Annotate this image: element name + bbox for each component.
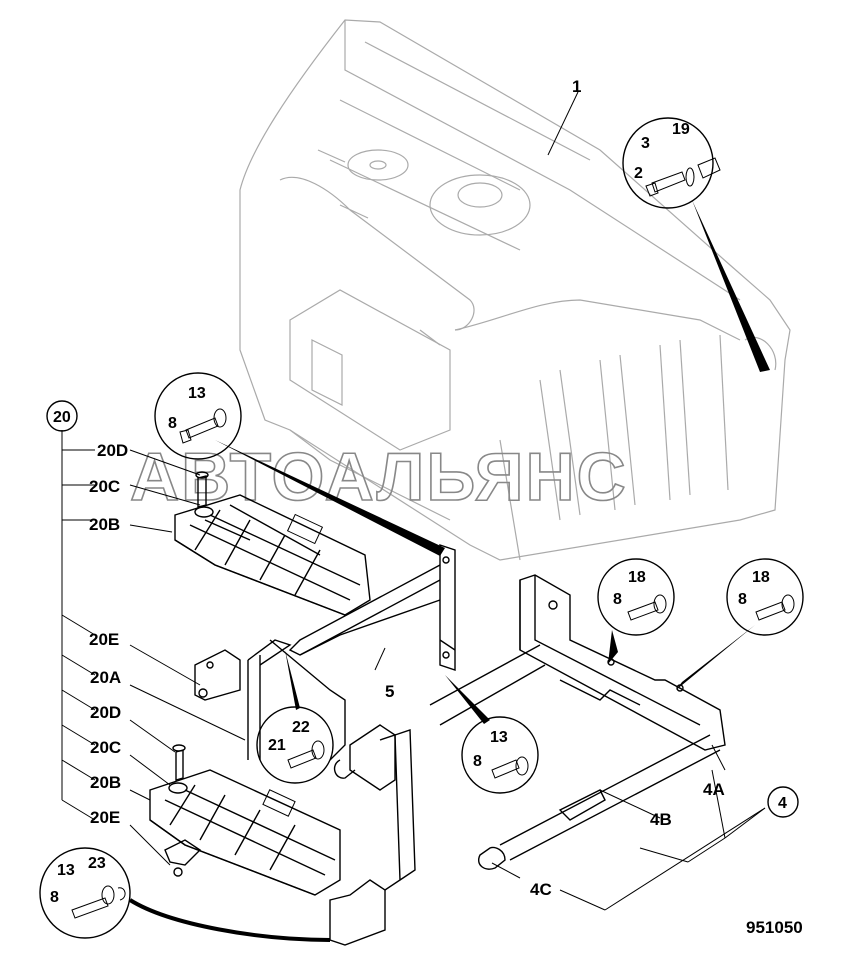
label-13-c: 13 bbox=[57, 862, 75, 879]
label-5: 5 bbox=[385, 682, 394, 701]
label-4-circle: 4 bbox=[778, 795, 787, 812]
detail-circle-8-13-23 bbox=[39, 847, 131, 939]
callout-circle-20 bbox=[46, 400, 78, 432]
label-4B: 4B bbox=[650, 810, 672, 829]
label-21: 21 bbox=[268, 737, 286, 754]
label-3: 3 bbox=[641, 135, 650, 152]
label-8-c: 8 bbox=[738, 591, 747, 608]
bracket-4A bbox=[519, 574, 726, 751]
detail-circle-8-18-a bbox=[597, 558, 675, 636]
step-tread-upper-20B bbox=[174, 494, 371, 616]
label-22: 22 bbox=[292, 719, 310, 736]
label-20D-b: 20D bbox=[90, 703, 121, 722]
step-bracket-5 bbox=[288, 544, 456, 671]
drawing-number: 951050 bbox=[746, 918, 803, 937]
callout-circle-4 bbox=[767, 786, 799, 818]
bolt-20D-lower bbox=[168, 744, 188, 794]
label-18-b: 18 bbox=[752, 569, 770, 586]
label-8-d: 8 bbox=[473, 753, 482, 770]
label-8-b: 8 bbox=[613, 591, 622, 608]
label-20B-a: 20B bbox=[89, 515, 120, 534]
detail-circle-8-18-b bbox=[726, 558, 804, 636]
detail-circle-21-22 bbox=[256, 706, 334, 784]
label-20E-b: 20E bbox=[90, 808, 120, 827]
label-13-a: 13 bbox=[188, 385, 206, 402]
label-13-b: 13 bbox=[490, 729, 508, 746]
label-20-circle: 20 bbox=[53, 409, 71, 426]
label-8-e: 8 bbox=[50, 889, 59, 906]
leader-lines bbox=[61, 91, 766, 911]
label-8-a: 8 bbox=[168, 415, 177, 432]
shaft-4B bbox=[429, 644, 721, 870]
step-tread-lower-20B bbox=[149, 769, 341, 896]
label-20E-a: 20E bbox=[89, 630, 119, 649]
label-20C-a: 20C bbox=[89, 477, 120, 496]
detail-circle-8-13-a bbox=[154, 372, 242, 460]
step-frame-20A bbox=[247, 639, 416, 946]
label-23: 23 bbox=[88, 855, 106, 872]
label-1: 1 bbox=[572, 77, 581, 96]
support-plate-20E bbox=[164, 649, 241, 877]
label-2: 2 bbox=[634, 165, 643, 182]
bolt-20D-upper bbox=[194, 471, 214, 518]
detail-pointers bbox=[128, 200, 770, 942]
label-4A: 4A bbox=[703, 780, 725, 799]
label-20D-a: 20D bbox=[97, 441, 128, 460]
label-4C: 4C bbox=[530, 880, 552, 899]
label-19: 19 bbox=[672, 121, 690, 138]
label-20C-b: 20C bbox=[90, 738, 121, 757]
label-18-a: 18 bbox=[628, 569, 646, 586]
fuel-tank-outline bbox=[239, 19, 791, 561]
part-labels: 1 3 19 2 13 8 20 20D 20C 20B 18 8 18 8 2… bbox=[50, 77, 803, 937]
detail-circle-2-3-19 bbox=[622, 117, 721, 209]
detail-circle-8-13-b bbox=[461, 716, 539, 794]
label-20B-b: 20B bbox=[90, 773, 121, 792]
label-20A: 20A bbox=[90, 668, 121, 687]
